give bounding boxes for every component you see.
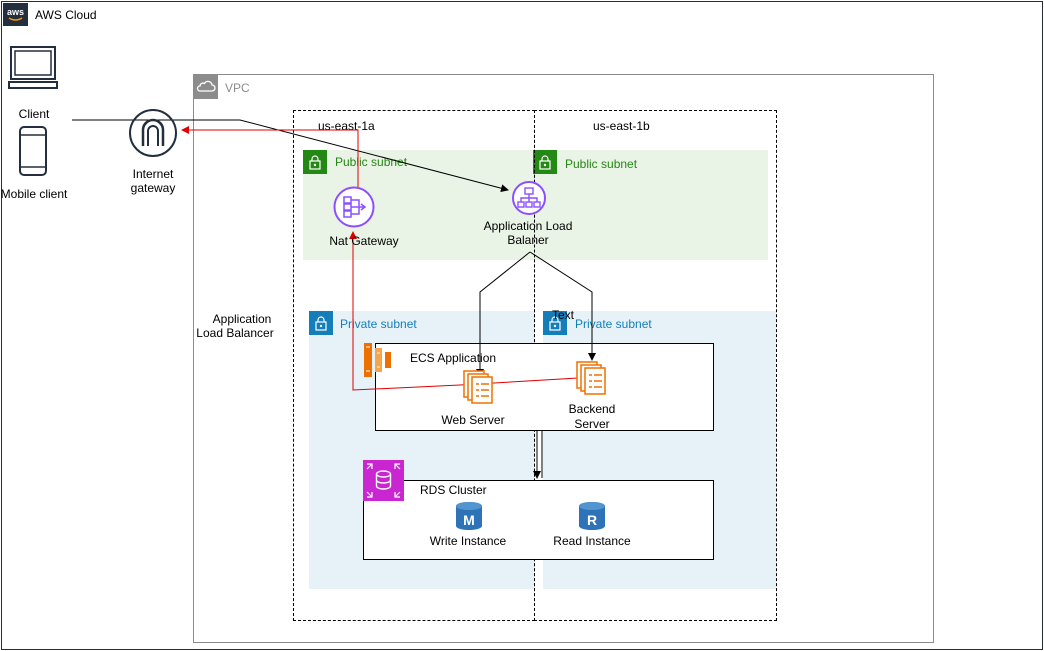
lock-icon — [309, 311, 333, 335]
client-to-alb-line — [72, 119, 509, 193]
db-instance-icon: M — [454, 500, 484, 537]
internet-gateway-label-2: gateway — [130, 181, 176, 195]
aws-cloud-icon: aws — [3, 3, 28, 26]
alb-label-2: Balaner — [507, 233, 549, 247]
backend-server-label-2: Server — [574, 417, 610, 431]
client-label: Client — [18, 107, 50, 121]
svg-text:aws: aws — [7, 7, 24, 17]
nat-gateway-icon — [333, 186, 375, 233]
internet-gateway-icon — [128, 108, 178, 163]
web-server-label: Web Server — [441, 413, 505, 427]
load-balancer-icon — [512, 181, 546, 220]
db-instance-icon: R — [577, 500, 607, 537]
ecs-application-box — [375, 343, 714, 431]
nat-to-igw-red-line — [181, 126, 359, 190]
alb-label-1: Application Load — [483, 219, 573, 233]
lock-icon — [303, 150, 327, 174]
private-subnet-a-label: Private subnet — [340, 317, 417, 331]
private-subnet-b-label: Private subnet — [575, 317, 652, 331]
write-instance-label: Write Instance — [429, 534, 507, 548]
backend-server-label-1: Backend — [568, 402, 616, 416]
container-icon — [462, 369, 494, 410]
rds-cluster-label: RDS Cluster — [420, 483, 487, 497]
vpc-label: VPC — [225, 81, 250, 95]
lock-icon — [533, 150, 557, 174]
alb-to-web-line — [476, 251, 531, 377]
public-subnet-b — [418, 150, 768, 260]
lock-icon — [543, 311, 567, 335]
mobile-icon — [18, 125, 48, 182]
vpc-container — [193, 74, 934, 643]
write-instance-letter: M — [463, 512, 475, 528]
az-b-label: us-east-1b — [593, 119, 650, 133]
read-instance-label: Read Instance — [553, 534, 631, 548]
public-subnet-b-label: Public subnet — [565, 157, 638, 171]
read-instance-letter: R — [587, 512, 597, 528]
laptop-icon — [6, 44, 60, 97]
side-label-1: Application — [212, 312, 272, 326]
nat-gateway-label: Nat Gateway — [329, 234, 399, 248]
internet-gateway-label-1: Internet — [132, 167, 174, 181]
aws-cloud-label: AWS Cloud — [35, 8, 97, 22]
rds-icon — [363, 460, 404, 501]
mobile-client-label: Mobile client — [0, 187, 68, 201]
rds-cluster-box — [363, 480, 714, 560]
container-icon — [575, 360, 607, 401]
vpc-cloud-icon — [194, 75, 218, 99]
ecs-icon — [361, 341, 399, 384]
egress-red-line — [349, 231, 579, 391]
text-label: Text — [552, 308, 575, 322]
side-label-2: Load Balancer — [196, 326, 274, 340]
alb-to-backend-line — [529, 251, 596, 361]
ecs-application-label: ECS Application — [410, 351, 497, 365]
